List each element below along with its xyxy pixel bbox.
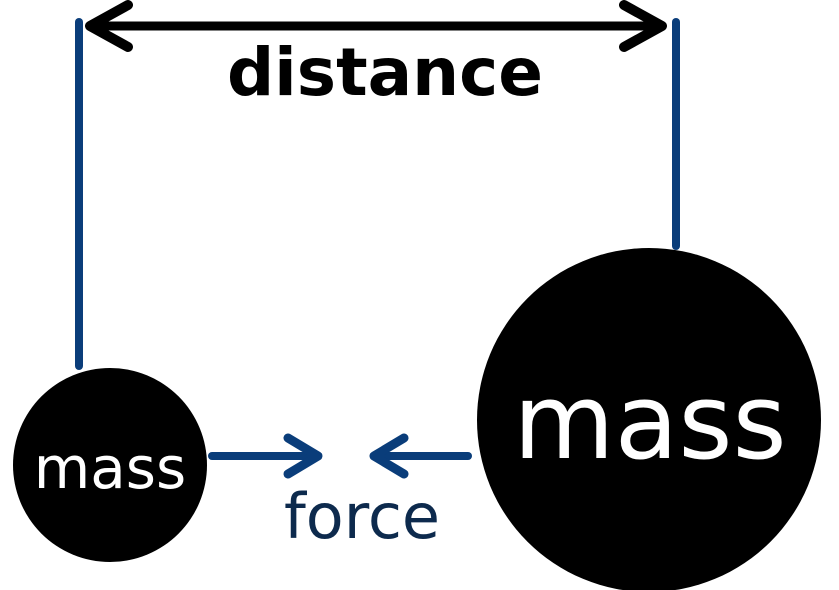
distance-arrow xyxy=(85,0,667,52)
large-mass-label: mass xyxy=(513,361,786,483)
force-arrow-left xyxy=(208,433,323,479)
force-arrow-right-head xyxy=(369,433,409,479)
distance-arrowhead-right xyxy=(619,0,667,52)
distance-arrowhead-left xyxy=(85,0,133,52)
force-arrow-right xyxy=(369,433,472,479)
force-label: force xyxy=(284,480,440,553)
small-mass: mass xyxy=(13,368,207,562)
large-mass-circle xyxy=(477,248,821,590)
large-mass: mass xyxy=(477,248,821,590)
force-arrow-left-head xyxy=(283,433,323,479)
small-mass-circle xyxy=(13,368,207,562)
distance-label: distance xyxy=(227,34,543,111)
small-mass-label: mass xyxy=(34,434,186,502)
